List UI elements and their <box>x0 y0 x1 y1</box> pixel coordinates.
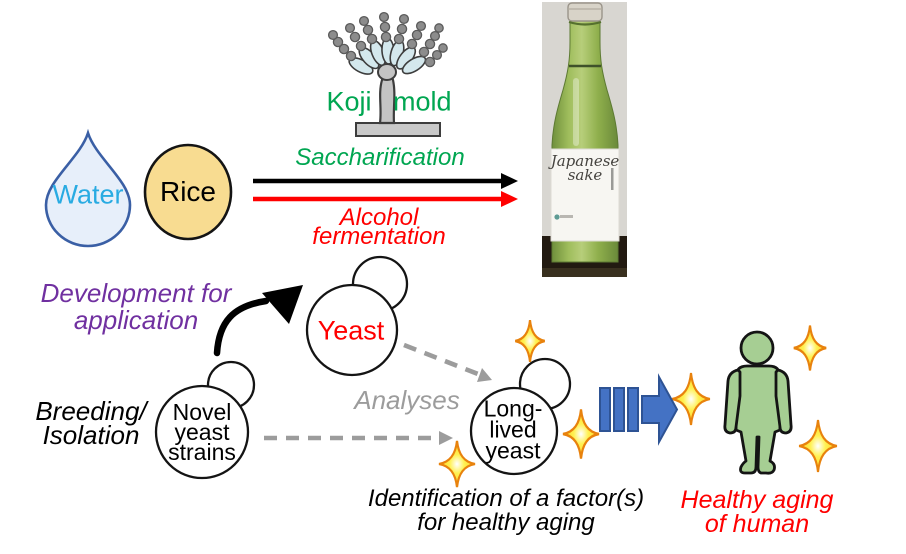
rice-label: Rice <box>159 176 217 207</box>
sparkle-icon <box>438 440 476 488</box>
water-drop-icon <box>44 128 132 248</box>
novel-yeast-label: Novel yeast strains <box>168 399 236 465</box>
longlived-yeast-body <box>469 386 559 476</box>
analyses-label: Analyses <box>354 385 460 415</box>
human-head <box>739 330 775 366</box>
sake-bottle-photo <box>542 2 627 277</box>
sparkle-icon <box>798 419 838 473</box>
sparkle-icon <box>562 409 600 459</box>
analyses-arrow-diagonal <box>403 342 492 382</box>
koji-mold-icon <box>327 11 448 137</box>
long-lived-yeast-label: Long- lived yeast <box>483 395 543 464</box>
yeast-body <box>305 283 399 377</box>
novel-yeast-cell-icon <box>154 360 256 480</box>
saccharification-arrow <box>253 173 518 189</box>
label-logo <box>554 214 560 220</box>
bottle-cap <box>567 2 603 22</box>
bottle-label <box>550 148 620 242</box>
bottle-label-text: Japanese sake <box>550 152 620 184</box>
saccharification-label: Saccharification <box>295 144 465 171</box>
novel-yeast-body <box>154 384 250 480</box>
fermentation-arrow <box>253 191 518 207</box>
development-arrow <box>213 285 303 357</box>
alcohol-fermentation-label: Alcohol fermentation <box>312 204 446 250</box>
longlived-yeast-cell-icon <box>469 357 572 476</box>
water-label: Water <box>52 179 124 210</box>
breeding-isolation-label: Breeding/ Isolation <box>35 396 147 450</box>
yeast-label: Yeast <box>317 315 385 346</box>
human-right-arm <box>774 368 793 435</box>
identification-caption: Identification of a factor(s) for health… <box>367 485 645 536</box>
analyses-arrow-horizontal <box>264 431 453 445</box>
yeast-cell-icon <box>305 255 409 377</box>
sparkle-icon <box>793 325 827 371</box>
human-left-arm <box>723 368 742 435</box>
koji-mold-label: Koji mold <box>326 86 452 117</box>
healthy-aging-caption: Healthy aging of human <box>680 486 834 538</box>
sparkle-icon <box>515 319 545 363</box>
human-body <box>734 364 782 475</box>
sparkle-icon <box>671 372 711 426</box>
transfer-arrow-icon <box>599 373 679 446</box>
rice-icon <box>143 143 233 241</box>
human-figure-icon <box>723 330 793 475</box>
development-label: Development for application <box>40 278 232 335</box>
